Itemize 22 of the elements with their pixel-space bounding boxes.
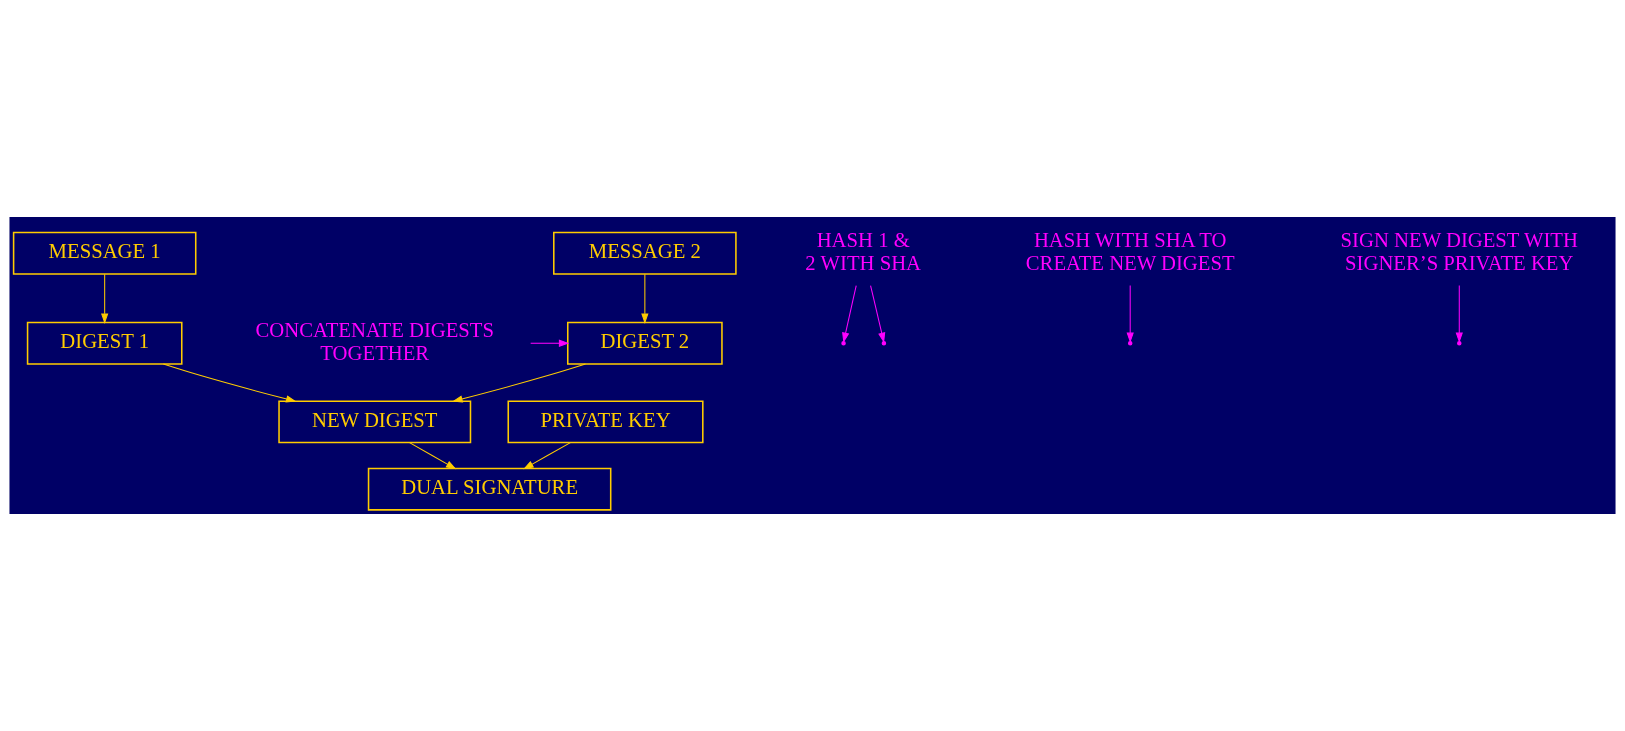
node-text: HASH WITH SHA TO CREATE NEW DIGEST xyxy=(1025,229,1235,274)
arrow xyxy=(530,339,570,347)
arrow xyxy=(162,363,297,403)
arrow xyxy=(409,442,457,470)
node-box: MESSAGE 2 xyxy=(553,231,737,275)
node-box: DUAL SIGNATURE xyxy=(367,467,612,511)
arrow xyxy=(452,363,586,403)
arrow xyxy=(101,273,109,324)
node-box: NEW DIGEST xyxy=(278,400,472,444)
arrow xyxy=(523,442,571,470)
arrow xyxy=(842,285,857,343)
node-box: MESSAGE 1 xyxy=(12,231,197,275)
node-box: PRIVATE KEY xyxy=(507,400,704,444)
node-text: HASH 1 & 2 WITH SHA xyxy=(805,229,922,274)
node-box: DIGEST 1 xyxy=(26,321,183,365)
node-box: DIGEST 2 xyxy=(567,321,723,365)
arrow xyxy=(1126,285,1134,343)
arrow xyxy=(870,285,886,343)
node-text: SIGN NEW DIGEST WITH SIGNER’S PRIVATE KEY xyxy=(1340,229,1578,274)
arrow xyxy=(641,273,649,324)
arrow xyxy=(1455,285,1463,343)
node-text: CONCATENATE DIGESTS TOGETHER xyxy=(255,319,494,364)
